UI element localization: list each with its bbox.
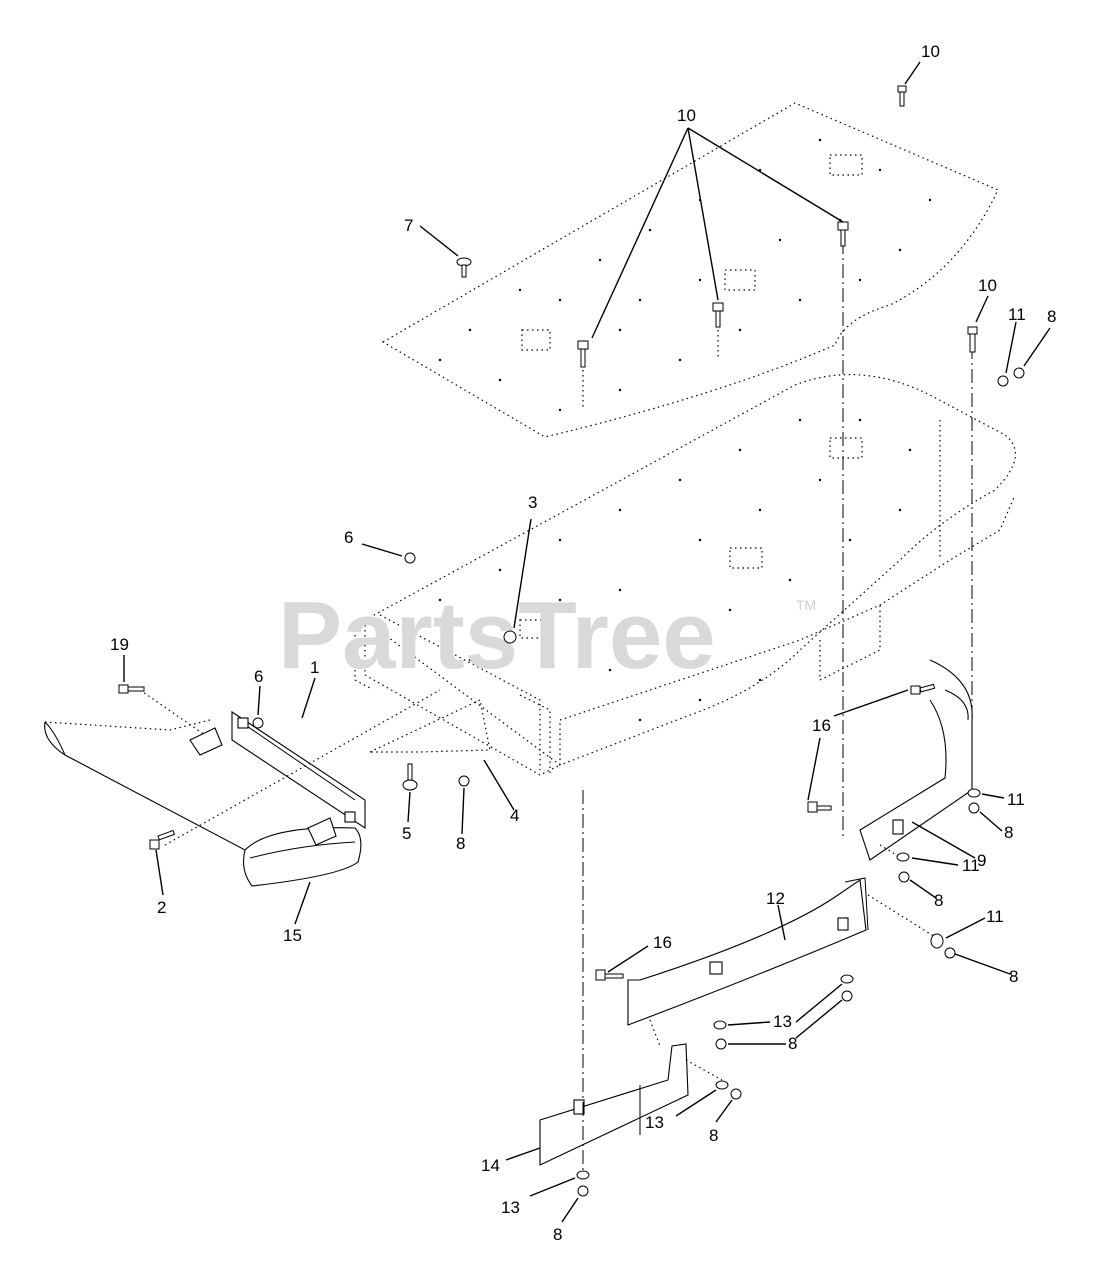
hardware xyxy=(118,85,1025,1197)
nut-8-f xyxy=(730,1088,742,1100)
callout-label: 9 xyxy=(977,851,986,870)
nut-6-deck xyxy=(404,552,416,564)
washer-11-c xyxy=(930,933,944,949)
callout-labels: 10 10 7 10 11 8 6 3 19 6 1 16 11 8 5 8 4… xyxy=(110,42,1056,1244)
side-baffle-9 xyxy=(859,659,973,861)
callout-label: 8 xyxy=(553,1225,562,1244)
nut-8-deflector xyxy=(458,775,470,787)
chute-hinges xyxy=(189,727,337,846)
callout-label: 13 xyxy=(645,1113,664,1132)
carriage-bolt-5 xyxy=(402,763,418,791)
callout-label: 6 xyxy=(254,667,263,686)
front-baffle-12 xyxy=(627,877,869,1026)
nut-8-top xyxy=(1013,367,1025,379)
mower-deck xyxy=(354,373,1016,776)
callout-label: 8 xyxy=(1004,823,1013,842)
callout-label: 13 xyxy=(501,1198,520,1217)
callout-label: 12 xyxy=(766,889,785,908)
callout-label: 8 xyxy=(709,1126,718,1145)
callout-label: 16 xyxy=(653,933,672,952)
callout-label: 11 xyxy=(986,907,1004,926)
bolt-19-path xyxy=(139,689,206,736)
watermark-text: PartsTree xyxy=(278,582,716,689)
washer-13-c xyxy=(715,1080,729,1090)
bolt-10-right xyxy=(967,326,978,353)
top-cover-plate xyxy=(381,102,999,438)
nut-6-bracket xyxy=(252,717,264,729)
callout-label: 2 xyxy=(157,898,166,917)
washer-13-a xyxy=(840,974,854,984)
callout-label: 1 xyxy=(310,658,319,677)
bolt-19 xyxy=(118,684,145,694)
callout-label: 8 xyxy=(456,834,465,853)
nut-8-c xyxy=(944,947,956,959)
callout-label: 8 xyxy=(1009,967,1018,986)
callout-label: 6 xyxy=(344,528,353,547)
callout-label: 8 xyxy=(788,1034,797,1053)
callout-label: 4 xyxy=(510,806,519,825)
nut-8-d xyxy=(841,990,853,1002)
callout-label: 11 xyxy=(1007,790,1025,809)
chute-bracket xyxy=(231,710,366,830)
nut-8-e xyxy=(715,1038,727,1050)
discharge-chute xyxy=(44,719,362,887)
callout-label: 19 xyxy=(110,635,129,654)
callout-label: 5 xyxy=(402,824,411,843)
callout-label: 10 xyxy=(677,106,696,125)
nut-8-g xyxy=(577,1185,589,1197)
callout-label: 10 xyxy=(921,42,940,61)
callout-label: 15 xyxy=(283,926,302,945)
callout-label: 11 xyxy=(1008,305,1026,324)
bolt-10-top xyxy=(897,85,907,107)
bolt-10-b xyxy=(712,302,724,328)
callout-label: 14 xyxy=(481,1156,500,1175)
deflector-plate xyxy=(369,699,491,753)
nut-8-mid xyxy=(968,802,980,814)
bolt-16-mid xyxy=(807,801,832,813)
washer-11-top xyxy=(997,375,1009,387)
hardware-path-12 xyxy=(867,894,941,941)
bolt-10-a xyxy=(837,221,849,247)
callout-label: 7 xyxy=(404,216,413,235)
baffle-link-path xyxy=(649,1019,661,1047)
nut-8-b xyxy=(898,871,910,883)
washer-13-b xyxy=(713,1020,727,1030)
rear-baffle-14 xyxy=(539,1043,689,1166)
bolt-16-lower xyxy=(595,969,624,981)
trademark-mark: TM xyxy=(796,597,816,613)
callout-label: 10 xyxy=(978,276,997,295)
bolt-10-c xyxy=(577,340,589,368)
callout-label: 8 xyxy=(934,891,943,910)
callout-label: 11 xyxy=(962,856,980,875)
bolt-2 xyxy=(149,829,176,850)
hardware-path-13 xyxy=(685,1059,723,1081)
leader-lines xyxy=(123,61,1051,1223)
carriage-bolt-7 xyxy=(456,257,472,278)
callout-label: 13 xyxy=(773,1012,792,1031)
callout-label: 8 xyxy=(1047,307,1056,326)
bolt-16-upper xyxy=(910,683,936,695)
callout-label: 3 xyxy=(528,493,537,512)
nut-3 xyxy=(503,630,517,644)
washer-13-d xyxy=(576,1170,590,1180)
washer-11-mid xyxy=(967,788,981,798)
washer-11-b xyxy=(896,852,910,862)
callout-label: 16 xyxy=(812,716,831,735)
